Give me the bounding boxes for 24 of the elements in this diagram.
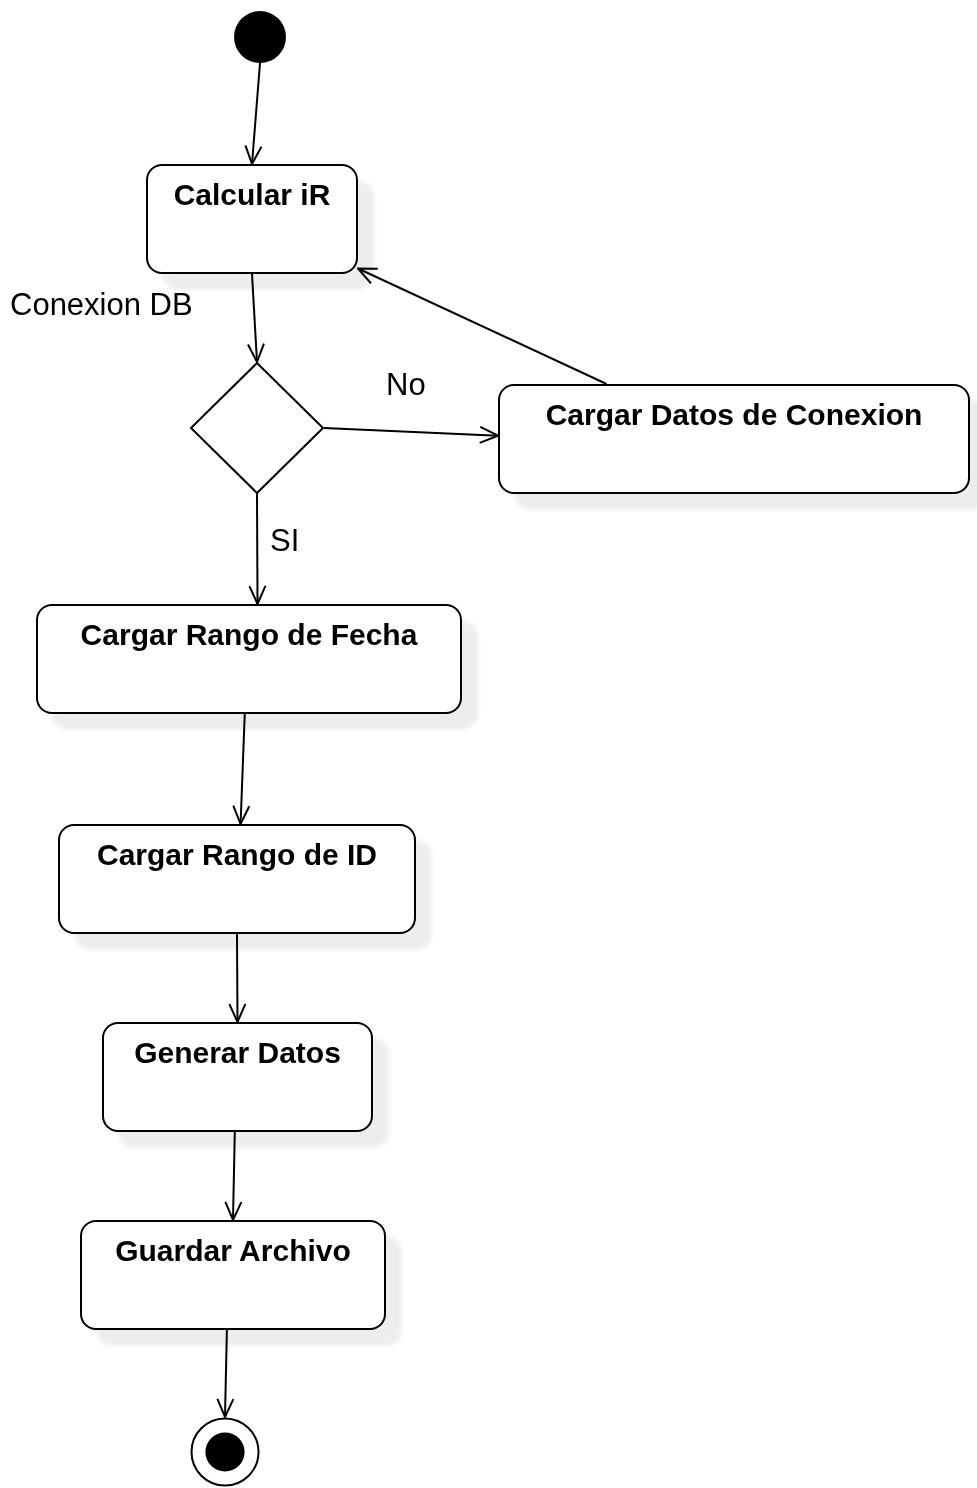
arrow [228,933,247,1023]
arrow [224,1131,243,1221]
arrow [232,713,251,825]
action-label: Cargar Rango de ID [95,838,379,873]
action-label: Cargar Datos de Conexion [544,398,924,433]
action-label: Cargar Rango de Fecha [79,618,419,653]
action-box [102,1022,373,1132]
final-node [190,1417,260,1487]
arrow [357,267,608,385]
action-label: Calcular iR [172,178,332,213]
action-box [80,1220,386,1330]
arrow [247,273,265,363]
action-box [58,824,416,934]
action-label: Generar Datos [133,1036,342,1071]
arrow [323,425,499,444]
arrow [248,493,267,605]
action-box [36,604,462,714]
arrow [244,62,263,165]
action-box [498,384,970,494]
initial-node [234,11,286,63]
action-label: Guardar Archivo [114,1234,352,1269]
arrow [216,1329,235,1418]
decision-diamond [190,362,324,494]
action-box [146,164,358,274]
